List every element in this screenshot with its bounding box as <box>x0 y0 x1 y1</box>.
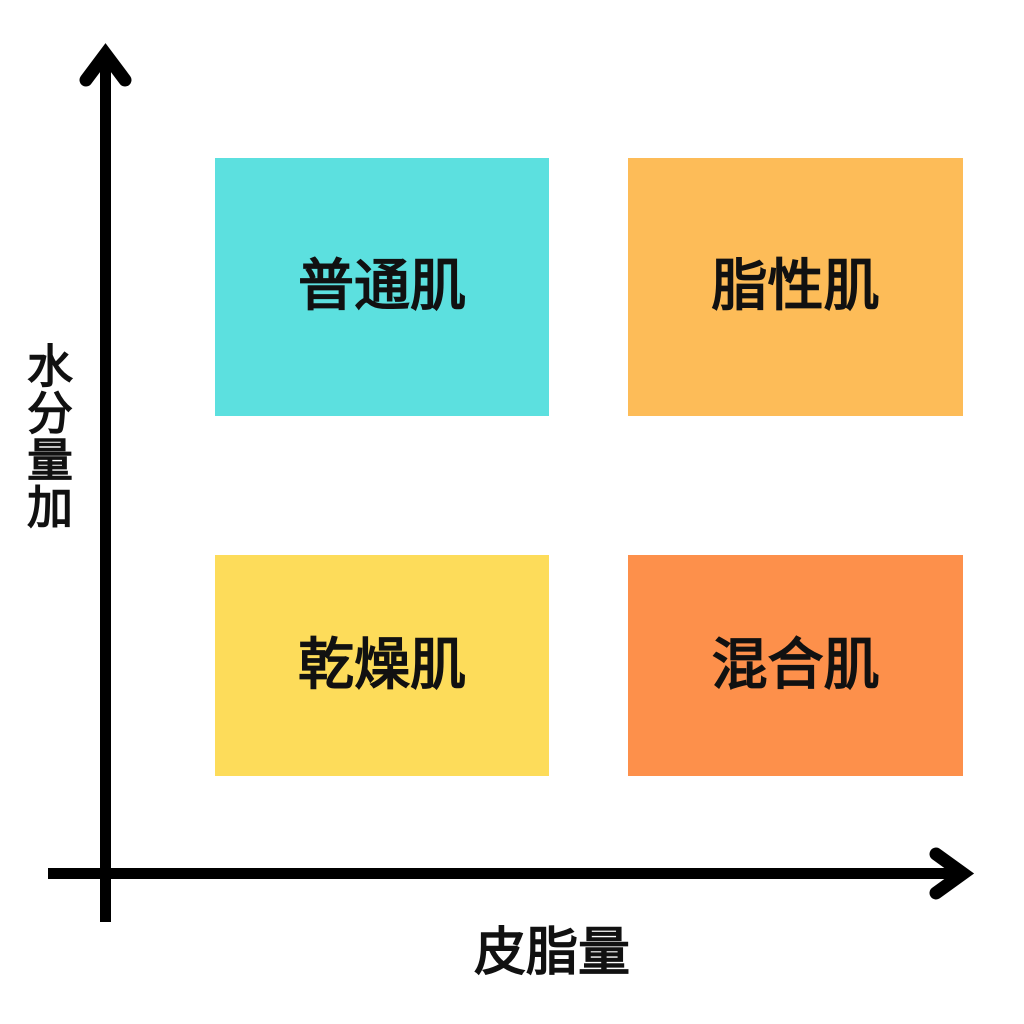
quadrant-label: 混合肌 <box>711 632 880 698</box>
quadrant-combination-skin: 混合肌 <box>628 555 963 776</box>
x-axis-arrowhead-icon <box>929 847 975 900</box>
y-axis-arrowhead-icon <box>79 43 132 87</box>
quadrant-label: 乾燥肌 <box>298 632 466 698</box>
x-axis-label: 皮脂量 <box>473 923 630 983</box>
quadrant-label: 普通肌 <box>298 254 466 319</box>
y-axis-label: 水分量加 <box>20 342 74 530</box>
quadrant-dry-skin: 乾燥肌 <box>215 555 549 776</box>
quadrant-label: 脂性肌 <box>711 254 880 319</box>
quadrant-normal-skin: 普通肌 <box>215 158 549 416</box>
quadrant-oily-skin: 脂性肌 <box>628 158 963 416</box>
